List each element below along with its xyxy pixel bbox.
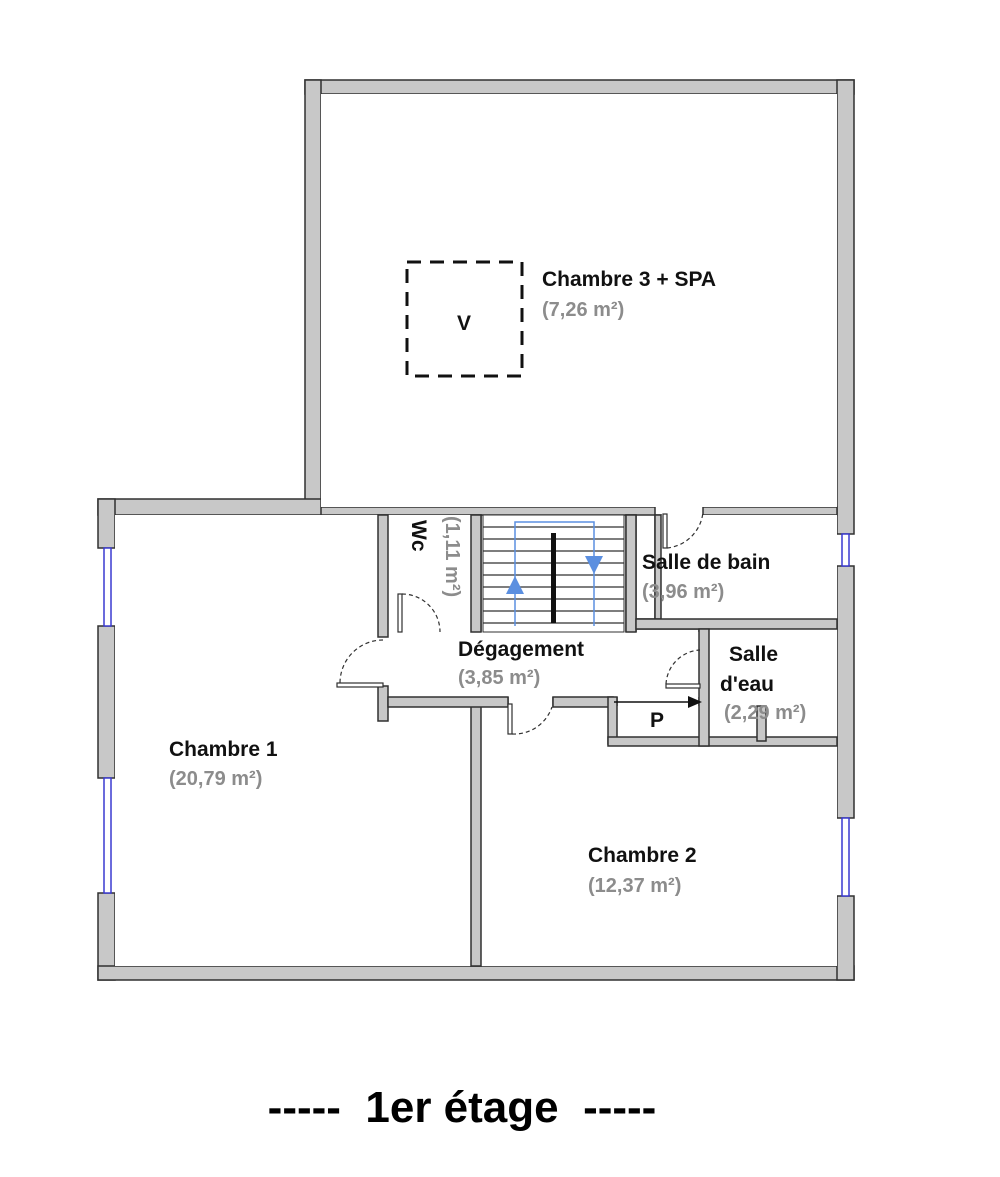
window-right-2 (841, 817, 850, 897)
room-wc-name: Wc (407, 520, 430, 552)
arrow-down-icon (585, 556, 603, 574)
floor-title: ----- 1er étage ----- (268, 1083, 657, 1132)
arrow-up-icon (506, 576, 524, 594)
wall-upper-left (304, 79, 322, 508)
room-salle-de-bain-name: Salle de bain (642, 551, 770, 574)
room-salle-deau-name-1: Salle (729, 643, 778, 666)
void-label: V (457, 312, 471, 335)
room-chambre1-area: (20,79 m²) (169, 768, 262, 790)
wall-c3-bottom (304, 506, 656, 516)
door-salle-de-bain[interactable] (662, 511, 704, 549)
room-salle-de-bain-area: (3,96 m²) (642, 581, 724, 603)
room-chambre3-name: Chambre 3 + SPA (542, 268, 716, 291)
wall-lower-top-left (97, 498, 322, 516)
room-chambre2-name: Chambre 2 (588, 844, 697, 867)
door-chambre1[interactable] (336, 639, 384, 688)
door-wc[interactable] (397, 593, 441, 633)
wall-upper-right (836, 79, 855, 535)
wall-top (304, 79, 855, 95)
room-degagement-name: Dégagement (458, 638, 584, 661)
doors (336, 511, 704, 735)
wall-right-lower-1 (836, 565, 855, 819)
window-left-2 (103, 777, 112, 894)
staircase (482, 514, 625, 633)
room-salle-deau-name-2: d'eau (720, 673, 774, 696)
window-left-1 (103, 547, 112, 627)
door-chambre2[interactable] (507, 703, 553, 735)
wall-right-lower-2 (836, 895, 855, 981)
arrow-right-icon (688, 696, 702, 708)
wall-c3-bottom-right (702, 506, 838, 516)
room-salle-deau-area: (2,29 m²) (724, 702, 806, 724)
placard-label: P (650, 709, 664, 732)
windows (103, 533, 850, 897)
placard (614, 696, 702, 708)
room-chambre1-name: Chambre 1 (169, 738, 278, 761)
room-degagement-area: (3,85 m²) (458, 667, 540, 689)
room-wc-area: (1,11 m²) (441, 516, 463, 597)
void-symbol (405, 260, 524, 378)
wall-bottom (97, 965, 855, 981)
room-chambre2-area: (12,37 m²) (588, 875, 681, 897)
door-salle-deau[interactable] (665, 649, 701, 689)
window-right-1 (841, 533, 850, 567)
wall-left-2 (97, 625, 116, 779)
room-chambre3-area: (7,26 m²) (542, 299, 624, 321)
wall-left-1 (97, 498, 116, 549)
